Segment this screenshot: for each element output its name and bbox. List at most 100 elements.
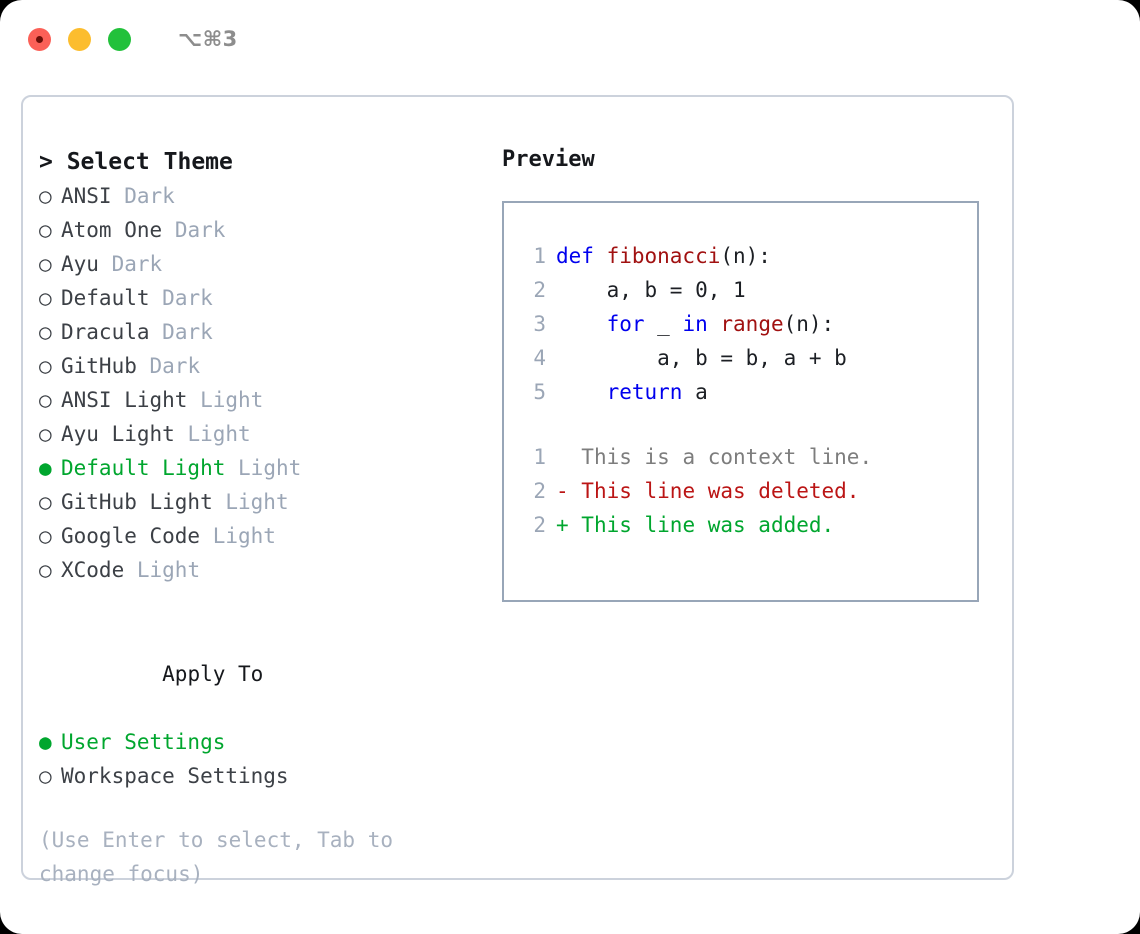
code-line-number: 4 [533,346,546,370]
theme-option-name: Google Code [61,524,201,548]
code-token: _ [644,312,683,336]
diff-text: This is a context line. [581,445,873,469]
theme-option-github[interactable]: ○ GitHub Dark [39,349,479,383]
code-token: fibonacci [606,244,721,268]
theme-option-category: Light [238,456,302,480]
theme-option-name: Default Light [61,456,226,480]
theme-option-name: GitHub [61,354,137,378]
select-theme-heading: > Select Theme [39,149,233,175]
minimize-button[interactable] [68,27,91,51]
theme-option-category: Light [225,490,289,514]
radio-unselected-icon: ○ [39,764,52,788]
theme-option-name: Atom One [61,218,163,242]
code-token: in [682,312,721,336]
radio-selected-icon: ● [39,730,52,754]
maximize-button[interactable] [108,27,131,51]
apply-to-option-name: Workspace Settings [61,764,289,788]
theme-option-category: Dark [162,286,213,310]
title-bar: ⌥⌘3 [0,0,1140,78]
theme-option-name: ANSI Light [61,388,188,412]
diff-text: This line was deleted. [581,479,860,503]
theme-option-github-light[interactable]: ○ GitHub Light Light [39,485,479,519]
diff-sample: 1 This is a context line. 2- This line wa… [524,440,977,542]
radio-unselected-icon: ○ [39,354,52,378]
diff-line-number: 2 [533,479,546,503]
theme-option-ayu[interactable]: ○Ayu Dark [39,247,479,281]
code-token: (n): [720,244,771,268]
code-line: 1 def fibonacci(n): [524,239,977,273]
theme-option-category: Dark [149,354,201,378]
apply-to-indent [140,657,162,691]
code-token: a [682,380,708,404]
apply-to-list[interactable]: ● User Settings ○ Workspace Settings [39,725,479,793]
code-line-number: 5 [533,380,546,404]
apply-to-option-name: User Settings [61,730,226,754]
code-line: 3 for _ in range(n): [524,307,977,341]
keyboard-hint-text: (Use Enter to select, Tab to change focu… [39,828,394,886]
theme-option-name: Ayu Light [61,422,175,446]
theme-option-category: Dark [124,184,175,208]
radio-unselected-icon: ○ [39,558,52,582]
radio-unselected-icon: ○ [39,422,52,446]
theme-option-google-code[interactable]: ○ Google Code Light [39,519,479,553]
code-line-number: 1 [533,244,546,268]
code-line-number: 2 [533,278,546,302]
radio-unselected-icon: ○ [39,286,52,310]
diff-line: 2- This line was deleted. [524,474,977,508]
theme-option-category: Dark [174,218,226,242]
theme-option-default[interactable]: ○ Default Dark [39,281,479,315]
diff-line-number: 1 [533,445,546,469]
theme-option-default-light[interactable]: ● Default Light Light [39,451,479,485]
theme-option-ayu-light[interactable]: ○ Ayu Light Light [39,417,479,451]
theme-option-name: XCode [61,558,125,582]
theme-option-atom-one[interactable]: ○ Atom One Dark [39,213,479,247]
code-line-number: 3 [533,312,546,336]
theme-option-name: Default [61,286,150,310]
diff-text: This line was added. [581,513,835,537]
diff-line: 2+ This line was added. [524,508,977,542]
content-panel: > Select Theme ○ANSI Dark○Atom One Dark○… [21,95,1014,886]
theme-option-ansi[interactable]: ○ ANSI Dark [39,179,479,213]
code-token [556,380,607,404]
theme-option-name: GitHub Light [61,490,213,514]
code-token: for [606,312,645,336]
theme-option-name: ANSI [61,184,112,208]
code-token: range [720,312,784,336]
radio-unselected-icon: ○ [39,524,52,548]
diff-sign: - [556,479,582,503]
window-controls [28,27,131,51]
code-token: a, b = 0, 1 [556,278,746,302]
theme-option-xcode[interactable]: ○ XCode Light [39,553,479,587]
radio-selected-icon: ● [39,456,52,480]
theme-option-category: Light [212,524,276,548]
theme-option-category: Dark [162,320,213,344]
theme-option-name: Dracula [61,320,150,344]
radio-unselected-icon: ○ [39,184,52,208]
theme-list[interactable]: ○ ANSI Dark ○ Atom One Dark ○Ayu Dark ○ Defaul… [39,179,479,587]
theme-option-category: Light [136,558,201,582]
close-button[interactable] [28,27,51,51]
apply-to-option-user-settings[interactable]: ● User Settings [39,725,479,759]
preview-heading: Preview [502,147,595,172]
keyboard-shortcut-label: ⌥⌘3 [178,27,238,51]
code-diff-gap [524,409,977,440]
radio-unselected-icon: ○ [39,218,52,242]
diff-sign: + [556,513,582,537]
apply-to-option-workspace-settings[interactable]: ○ Workspace Settings [39,759,479,793]
code-token: (n): [783,312,835,336]
code-line: 4 a, b = b, a + b [524,341,977,375]
radio-unselected-icon: ○ [39,490,52,514]
theme-option-category: Light [187,422,251,446]
theme-option-ansi-light[interactable]: ○ANSI Light Light [39,383,479,417]
code-token: a, b = b, a + b [556,346,847,370]
radio-unselected-icon: ○ [39,388,52,412]
theme-selector-column: > Select Theme ○ANSI Dark○Atom One Dark○… [39,145,479,891]
radio-unselected-icon: ○ [39,320,52,344]
theme-option-dracula[interactable]: ○ Dracula Dark [39,315,479,349]
code-token: def [556,244,607,268]
code-token [556,312,607,336]
